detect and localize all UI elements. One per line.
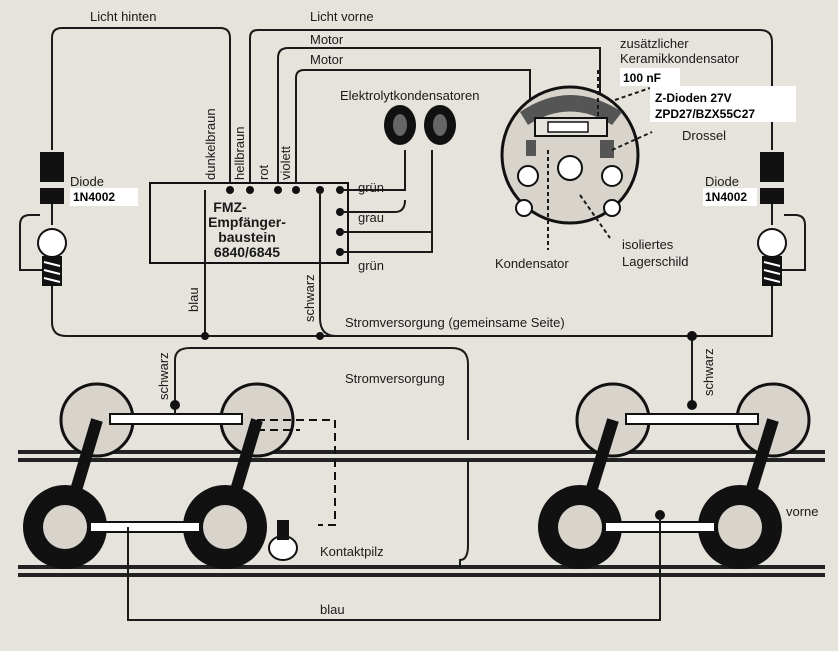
label-schwarz-mid: schwarz bbox=[302, 274, 317, 322]
diode-right bbox=[760, 152, 784, 204]
label-dunkelbraun: dunkelbraun bbox=[203, 108, 218, 180]
label-motor-2: Motor bbox=[310, 52, 344, 67]
motor bbox=[500, 85, 640, 225]
label-diode-right-type: 1N4002 bbox=[705, 190, 747, 204]
label-isoliertes: isoliertes bbox=[622, 237, 674, 252]
label-licht-hinten: Licht hinten bbox=[90, 9, 157, 24]
label-kondensator: Kondensator bbox=[495, 256, 569, 271]
common-power-line bbox=[51, 286, 773, 337]
label-zdioden: Z-Dioden 27V bbox=[655, 91, 732, 105]
label-motor-1: Motor bbox=[310, 32, 344, 47]
label-schwarz-right: schwarz bbox=[701, 348, 716, 396]
blau-return-wire bbox=[127, 515, 661, 621]
label-diode-right: Diode bbox=[705, 174, 739, 189]
label-stromversorgung-gem: Stromversorgung (gemeinsame Seite) bbox=[345, 315, 565, 330]
label-stromversorgung: Stromversorgung bbox=[345, 371, 445, 386]
label-lagerschild: Lagerschild bbox=[622, 254, 689, 269]
label-fmz-4: 6840/6845 bbox=[214, 244, 280, 260]
label-100nf: 100 nF bbox=[623, 71, 661, 85]
module-out-wires bbox=[204, 150, 433, 337]
label-schwarz-left: schwarz bbox=[156, 352, 171, 400]
rails bbox=[18, 450, 825, 577]
label-drossel: Drossel bbox=[682, 128, 726, 143]
label-licht-vorne: Licht vorne bbox=[310, 9, 374, 24]
label-fmz-2: Empfänger- bbox=[208, 214, 286, 230]
label-elko: Elektrolytkondensatoren bbox=[340, 88, 479, 103]
label-fmz-3: baustein bbox=[218, 229, 276, 245]
fmz-module bbox=[149, 182, 349, 264]
elko-left bbox=[384, 105, 416, 145]
lamp-left bbox=[19, 204, 67, 286]
labels: Licht hinten Licht vorne Motor Motor zus… bbox=[70, 9, 819, 617]
label-grau: grau bbox=[358, 210, 384, 225]
label-keramik: Keramikkondensator bbox=[620, 51, 740, 66]
label-diode-left: Diode bbox=[70, 174, 104, 189]
top-wires bbox=[51, 27, 773, 185]
stromversorgung-wire bbox=[459, 460, 469, 567]
leader-lines bbox=[547, 70, 653, 250]
label-kontaktpilz: Kontaktpilz bbox=[320, 544, 384, 559]
label-diode-left-type: 1N4002 bbox=[73, 190, 115, 204]
label-zdioden-type: ZPD27/BZX55C27 bbox=[655, 107, 755, 121]
label-blau-bottom: blau bbox=[320, 602, 345, 617]
label-gruen-2: grün bbox=[358, 258, 384, 273]
label-vorne: vorne bbox=[786, 504, 819, 519]
label-fmz-1: FMZ- bbox=[213, 199, 247, 215]
label-rot: rot bbox=[256, 164, 271, 180]
label-blau-top: blau bbox=[186, 287, 201, 312]
label-hellbraun: hellbraun bbox=[232, 127, 247, 181]
truck-left bbox=[23, 347, 469, 569]
lamp-right bbox=[757, 204, 806, 286]
label-gruen-1: grün bbox=[358, 180, 384, 195]
label-zusaetzlicher: zusätzlicher bbox=[620, 36, 689, 51]
label-violett: violett bbox=[278, 146, 293, 180]
diode-left bbox=[40, 152, 64, 204]
elko-right bbox=[424, 105, 456, 145]
